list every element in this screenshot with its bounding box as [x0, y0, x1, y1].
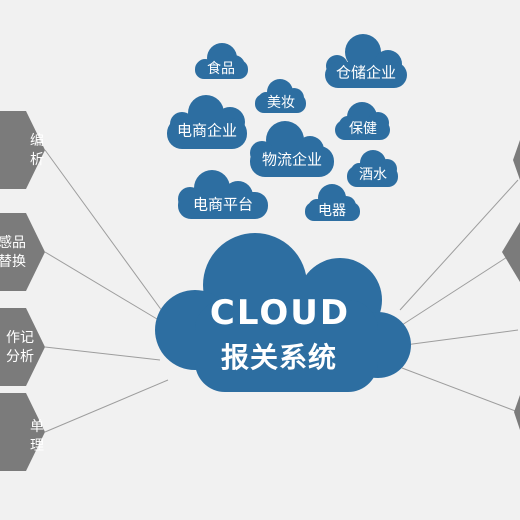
- small-clouds: [167, 34, 407, 221]
- right-hexagon: [502, 222, 520, 282]
- cloud-shape: [347, 150, 398, 187]
- left-node-1-line2: 析: [30, 152, 44, 168]
- right-hexagon: [514, 395, 520, 430]
- connector-line: [401, 249, 519, 326]
- connector-line: [44, 379, 169, 433]
- cloud-shape: [178, 170, 268, 219]
- left-node-3-line2: 分析: [6, 349, 34, 365]
- main-cloud-subtitle: 报关系统: [220, 341, 338, 374]
- cloud-label-logistics: 物流企业: [261, 150, 323, 169]
- left-hexagon: [0, 393, 45, 471]
- connector-line: [44, 149, 166, 316]
- cloud-label-liquor: 酒水: [359, 167, 387, 183]
- connector-line: [404, 329, 519, 346]
- cloud-label-appliances: 电器: [318, 203, 346, 219]
- cloud-shape: [305, 184, 360, 221]
- cloud-label-food: 食品: [207, 61, 235, 77]
- cloud-shape: [167, 95, 247, 149]
- main-cloud-title: CLOUD: [209, 293, 351, 333]
- cloud-shape: [255, 79, 306, 113]
- cloud-label-ecommerce-platform: 电商平台: [192, 195, 254, 214]
- cloud-label-health: 保健: [349, 121, 377, 137]
- left-hexagons: [0, 111, 45, 471]
- connector-line: [399, 179, 519, 311]
- right-hexagon: [513, 140, 520, 180]
- connector-line: [44, 251, 163, 323]
- left-hexagon: [0, 213, 45, 291]
- left-node-4: 单 理: [30, 418, 44, 456]
- connector-line: [401, 367, 519, 413]
- left-node-3: 作记 分析: [6, 329, 34, 367]
- left-node-3-line1: 作记: [6, 330, 34, 346]
- cloud-shape: [335, 102, 390, 140]
- cloud-label-warehousing: 仓储企业: [335, 63, 397, 82]
- cloud-shape: [325, 34, 407, 88]
- left-node-1-line1: 编: [30, 133, 44, 149]
- left-node-2: 感品 替换: [0, 234, 26, 272]
- cloud-label-beauty: 美妆: [267, 95, 295, 111]
- left-node-4-line1: 单: [30, 419, 44, 435]
- left-node-1: 编 析: [30, 132, 44, 170]
- left-hexagon: [0, 111, 45, 189]
- cloud-shape: [195, 43, 248, 79]
- main-cloud: [155, 233, 411, 392]
- left-hexagon: [0, 308, 45, 386]
- right-hexagons: [502, 140, 520, 430]
- connector-line: [44, 346, 161, 361]
- connector-lines: [44, 149, 519, 433]
- left-node-4-line2: 理: [30, 438, 44, 454]
- cloud-label-ecommerce-enterprise: 电商企业: [176, 121, 238, 140]
- left-node-2-line1: 感品: [0, 235, 26, 251]
- cloud-shape: [250, 121, 334, 177]
- left-node-2-line2: 替换: [0, 254, 26, 270]
